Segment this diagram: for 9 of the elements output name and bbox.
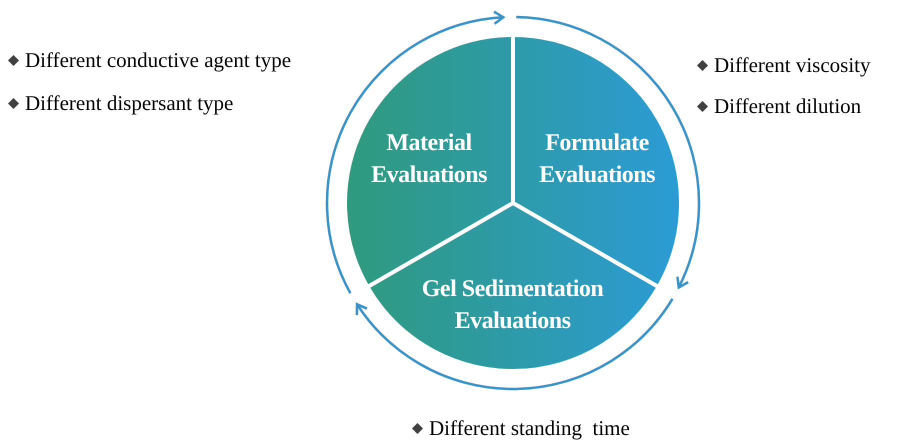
bullet-text: Different standing time <box>429 415 630 442</box>
bullet-text: Different conductive agent type <box>25 47 292 74</box>
bullet-text: Different dilution <box>714 93 862 120</box>
segment-title: Gel Sedimentation Evaluations <box>420 275 604 336</box>
bullet-text: Different viscosity <box>714 52 870 79</box>
segment-title: Material Evaluations <box>370 129 488 190</box>
bullet-text: Different dispersant type <box>25 90 234 117</box>
pie-segment <box>367 203 658 371</box>
segment-title: Formulate Evaluations <box>538 129 656 190</box>
